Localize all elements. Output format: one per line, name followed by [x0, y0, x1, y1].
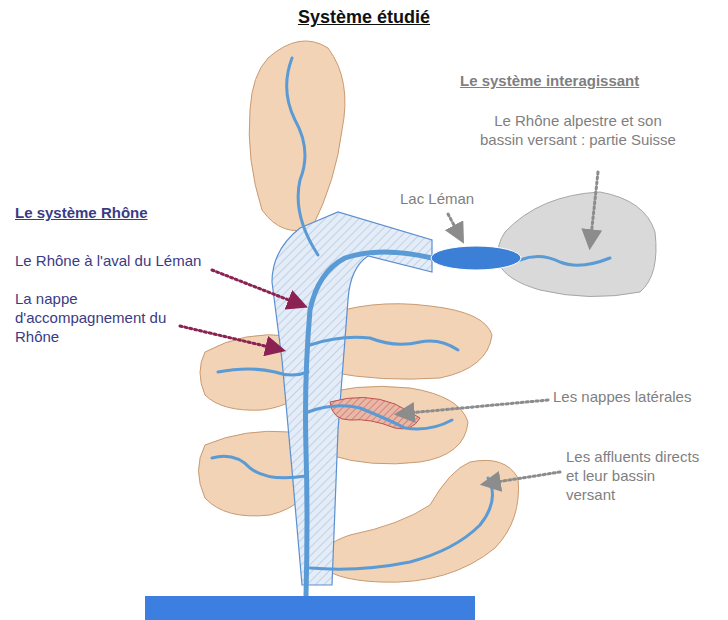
leader-line — [484, 472, 560, 484]
tributary — [310, 478, 493, 569]
tributary — [218, 369, 308, 375]
tributary — [212, 456, 306, 477]
swiss-catchment — [498, 192, 656, 297]
callout-label: Les nappes latérales — [553, 388, 723, 407]
tributary — [310, 337, 458, 350]
callout-label: La nappe d'accompagnement du Rhône — [15, 290, 180, 346]
callout-label: Le Rhône à l'aval du Léman — [15, 252, 211, 271]
leader-line — [398, 400, 548, 414]
tributary — [308, 406, 452, 429]
sea — [145, 596, 475, 620]
leader-line — [590, 172, 598, 246]
callout-label: Le Rhône alpestre et son bassin versant … — [478, 112, 678, 150]
diagram-title: Système étudié — [0, 6, 728, 29]
callout-label: Lac Léman — [400, 190, 510, 209]
callout-label: Les affluents directs et leur bassin ver… — [566, 448, 706, 504]
rhone-main — [306, 252, 433, 596]
alluvial-aquifer-band — [272, 212, 432, 585]
group-heading: Le système Rhône — [15, 204, 215, 223]
swiss-rhone — [520, 256, 610, 265]
leader-line — [448, 214, 462, 240]
tributary — [287, 58, 318, 255]
leader-line — [212, 270, 304, 306]
group-heading: Le système interagissant — [460, 72, 720, 91]
leader-line — [180, 326, 282, 350]
lake — [431, 246, 521, 270]
